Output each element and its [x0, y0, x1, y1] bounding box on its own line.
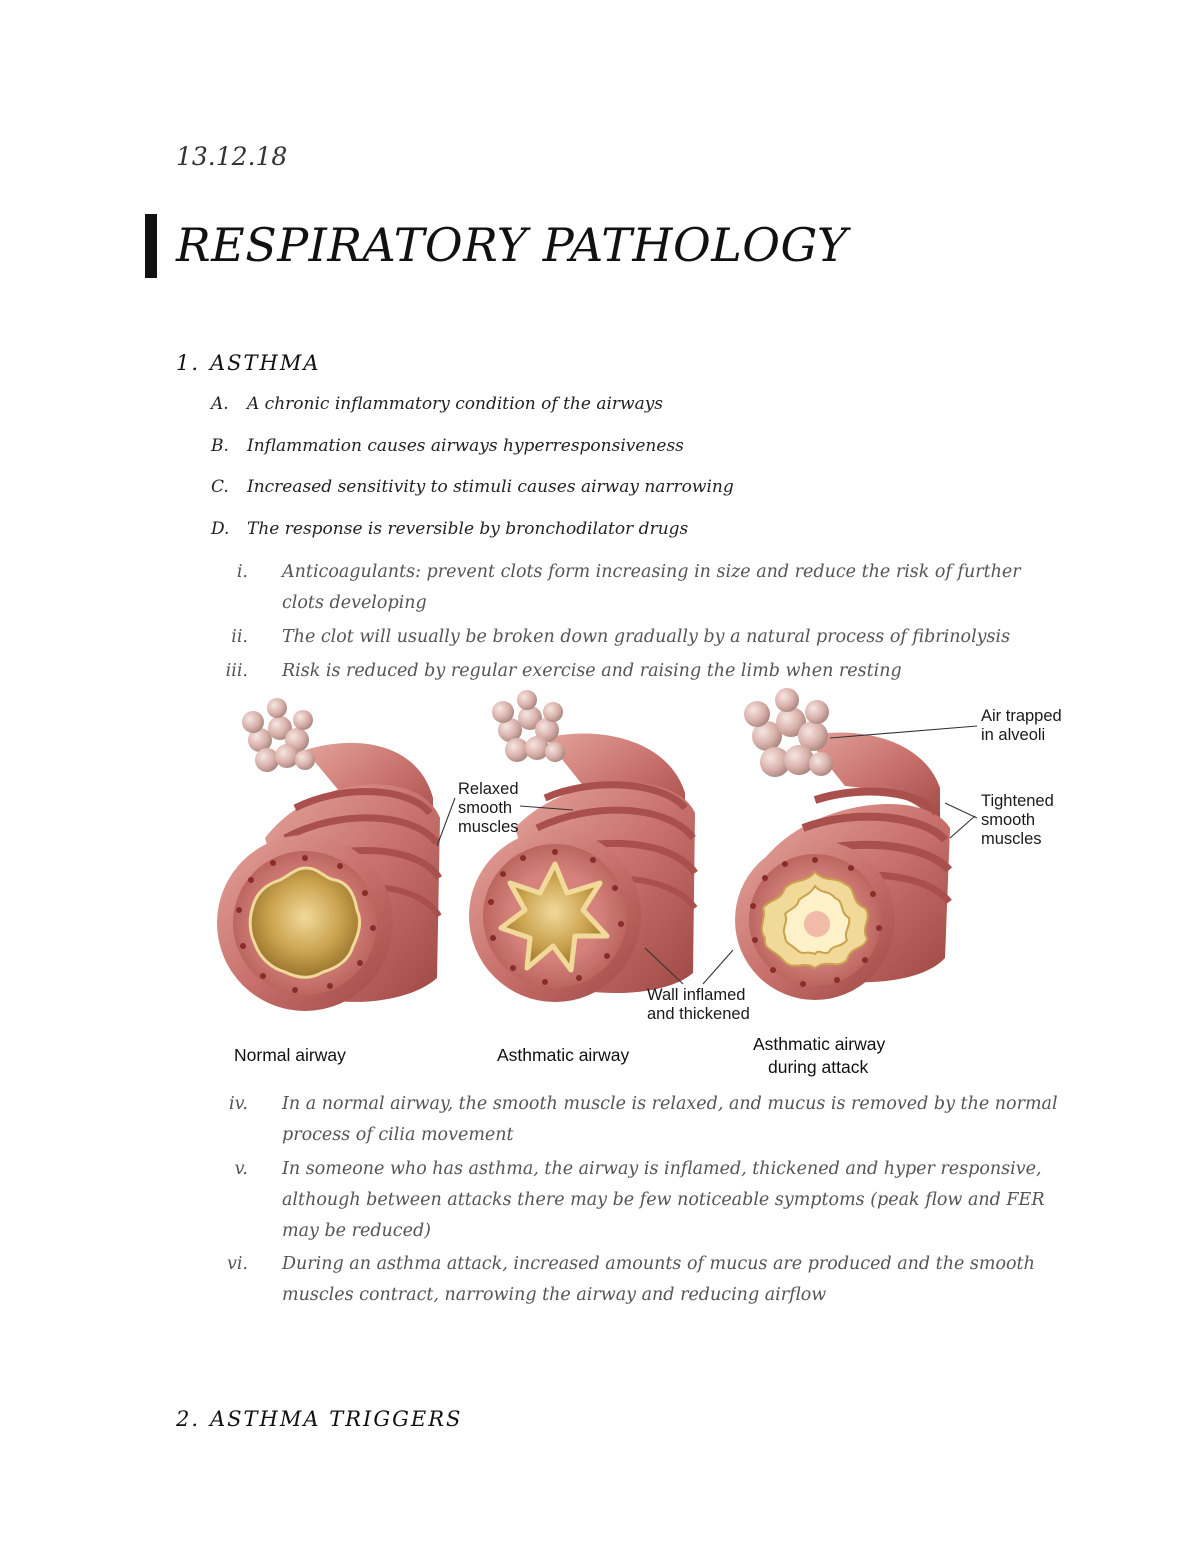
- sub-list-marker: i.: [236, 562, 248, 582]
- sub-list-text: In someone who has asthma, the airway is…: [282, 1159, 1045, 1241]
- list-marker: D.: [211, 519, 230, 539]
- alveoli-cluster: [242, 698, 315, 772]
- list-marker: B.: [211, 436, 229, 456]
- caption-attack-airway: Asthmatic airway during attack: [753, 1034, 890, 1077]
- list-text: Increased sensitivity to stimuli causes …: [247, 477, 734, 497]
- alveoli-cluster: [744, 688, 833, 777]
- alveoli-cluster: [492, 690, 565, 762]
- sub-list-item: v. In someone who has asthma, the airway …: [200, 1154, 1045, 1247]
- section-number: 1.: [176, 351, 201, 375]
- sub-list-text: Risk is reduced by regular exercise and …: [282, 661, 902, 681]
- caption-asthmatic-airway: Asthmatic airway: [497, 1045, 630, 1065]
- airway-lumen: [248, 866, 361, 979]
- cartilage-ring: [813, 787, 941, 816]
- sub-list-text: In a normal airway, the smooth muscle is…: [282, 1094, 1058, 1145]
- date: 13.12.18: [176, 142, 288, 171]
- cartilage-ring: [283, 814, 440, 846]
- cartilage-ring: [293, 788, 433, 816]
- airway-illustration: Relaxed smooth muscles Air trapped in al…: [217, 688, 1066, 1077]
- section-heading-asthma: 1. ASTHMA: [176, 351, 321, 375]
- cartilage-ring: [543, 781, 688, 811]
- sub-list-marker: iii.: [225, 661, 248, 681]
- cartilage-ring: [535, 806, 696, 841]
- label-air-trapped: Air trapped in alveoli: [981, 707, 1066, 744]
- sub-list-item: iv. In a normal airway, the smooth muscle…: [200, 1089, 1060, 1151]
- sub-list-marker: vi.: [226, 1254, 248, 1274]
- asthmatic-airway: [469, 690, 698, 1002]
- section-title: ASTHMA TRIGGERS: [210, 1407, 463, 1431]
- capillary-dots: [750, 857, 882, 987]
- sub-list-text: During an asthma attack, increased amoun…: [282, 1254, 1035, 1305]
- list-item: A. A chronic inflammatory condition of th…: [211, 394, 663, 414]
- section-heading-asthma-triggers: 2. ASTHMA TRIGGERS: [176, 1407, 462, 1431]
- label-tightened-muscles: Tightened smooth muscles: [981, 792, 1058, 848]
- page-title: RESPIRATORY PATHOLOGY: [176, 218, 848, 272]
- airway-lumen: [498, 861, 610, 973]
- title-marker-bar: [145, 214, 157, 278]
- label-wall-inflamed: Wall inflamed and thickened: [647, 986, 750, 1023]
- attack-airway: [735, 688, 953, 1000]
- list-text: Inflammation causes airways hyperrespons…: [247, 436, 684, 456]
- list-text: A chronic inflammatory condition of the …: [247, 394, 664, 414]
- sub-list-text: Anticoagulants: prevent clots form incre…: [282, 562, 1021, 613]
- sub-list-marker: v.: [234, 1159, 248, 1179]
- sub-list-marker: ii.: [231, 627, 248, 647]
- normal-airway: [217, 698, 443, 1011]
- sub-list-item: ii. The clot will usually be broken down …: [200, 622, 1060, 653]
- sub-list-item: vi. During an asthma attack, increased am…: [200, 1249, 1060, 1311]
- list-item: D. The response is reversible by bronchod…: [211, 519, 688, 539]
- list-marker: A.: [211, 394, 229, 414]
- sub-list-text: The clot will usually be broken down gra…: [282, 627, 1011, 647]
- sub-list-marker: iv.: [229, 1094, 248, 1114]
- capillary-dots: [488, 849, 624, 985]
- list-text: The response is reversible by bronchodil…: [247, 519, 689, 539]
- label-relaxed-muscles: Relaxed smooth muscles: [458, 780, 523, 836]
- cartilage-ring: [801, 812, 949, 843]
- list-item: C. Increased sensitivity to stimuli cause…: [211, 477, 734, 497]
- capillary-dots: [236, 855, 376, 993]
- sub-list-item: i. Anticoagulants: prevent clots form inc…: [200, 557, 1060, 619]
- bronchus-tube: [805, 732, 940, 828]
- section-title: ASTHMA: [210, 351, 321, 375]
- section-number: 2.: [176, 1407, 201, 1431]
- mucus-plug: [804, 911, 830, 937]
- caption-normal-airway: Normal airway: [234, 1045, 346, 1065]
- list-marker: C.: [211, 477, 229, 497]
- list-item: B. Inflammation causes airways hyperrespo…: [211, 436, 684, 456]
- sub-list-item: iii. Risk is reduced by regular exercise …: [200, 656, 1060, 687]
- leader-lines: [436, 725, 978, 985]
